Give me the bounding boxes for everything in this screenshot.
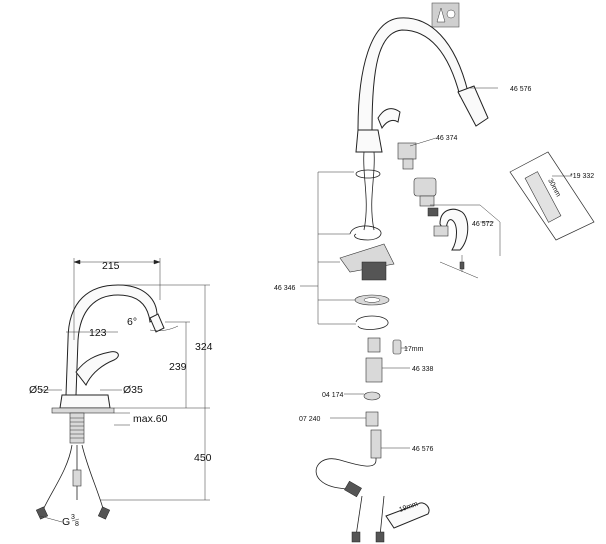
nut-46338 [365, 357, 383, 383]
hose-fitting-left [35, 506, 49, 520]
exploded-spray-head [457, 85, 489, 127]
c-washer [355, 315, 389, 330]
dim-123: 123 [89, 327, 107, 339]
faucet-body [59, 394, 111, 409]
dimension-lines [39, 258, 210, 523]
spray-head [149, 313, 165, 333]
threaded-stud [367, 337, 381, 353]
part-46346: 46 346 [274, 285, 296, 292]
mounting-ring [361, 261, 387, 281]
faucet-spout [65, 284, 158, 396]
part-19332: *19 332 [570, 173, 594, 180]
dim-diameter-35: Ø35 [123, 384, 143, 396]
lever-handle [439, 208, 469, 251]
dim-450: 450 [194, 452, 212, 464]
dim-239: 239 [169, 361, 187, 373]
supply-hose-left [41, 444, 73, 513]
aerator-housing [413, 177, 437, 197]
spanner-tool [524, 171, 562, 223]
lever-adapter [433, 225, 449, 237]
exploded-view [315, 2, 595, 543]
pull-out-hose [315, 440, 377, 491]
part-07240: 07 240 [299, 416, 321, 423]
retaining-clip [349, 225, 382, 241]
cartridge-stem [402, 158, 414, 170]
lever-screw [459, 261, 465, 270]
faucet-lever [75, 351, 119, 386]
o-ring-upper [355, 169, 381, 179]
dim-diameter-52: Ø52 [29, 384, 49, 396]
cartridge [397, 142, 417, 160]
dim-width-215: 215 [102, 260, 120, 272]
lever-group-bracket [430, 204, 501, 279]
thread-denominator: 8 [75, 521, 79, 528]
dim-324: 324 [195, 341, 213, 353]
faucet-elevation [35, 284, 165, 520]
supply-hose-right [81, 444, 105, 513]
spacer-17mm [392, 339, 402, 355]
supply-fitting-right [375, 531, 385, 543]
aerator-nut [427, 207, 439, 217]
thread-numerator: 3 [71, 514, 75, 521]
base-plate [51, 407, 115, 414]
part-leader-lines [300, 87, 572, 449]
wrench-19mm [385, 502, 430, 529]
spanner-tool-box [509, 151, 595, 241]
hose-connector [72, 469, 82, 487]
part-46338: 46 338 [412, 366, 434, 373]
hose-coupling [370, 429, 382, 459]
threaded-shank [69, 412, 85, 444]
part-17mm: 17mm [404, 346, 424, 353]
cleaning-instructions-icon [431, 2, 460, 28]
part-46576-top: 46 576 [510, 86, 532, 93]
supply-fitting-left [351, 531, 361, 543]
thread-letter: G [62, 516, 70, 528]
part-04174: 04 174 [322, 392, 344, 399]
hose-fitting-right [97, 506, 111, 520]
part-46374: 46 374 [436, 135, 458, 142]
dim-angle: 6° [127, 316, 137, 328]
supply-hoses-exploded [355, 495, 385, 537]
part-46572: 46 572 [472, 221, 494, 228]
exploded-lever [377, 108, 401, 130]
dim-max-60: max.60 [133, 413, 168, 425]
valve-07240 [365, 411, 379, 427]
hose-weight [344, 480, 362, 498]
part-46576-bottom: 46 576 [412, 446, 434, 453]
exploded-spout [357, 17, 469, 131]
dim-thread: G 3 8 [62, 514, 80, 528]
exploded-body-upper [355, 129, 383, 153]
exploded-hoses [363, 151, 375, 231]
seal-04174 [363, 391, 381, 401]
aerator-insert [419, 195, 435, 207]
